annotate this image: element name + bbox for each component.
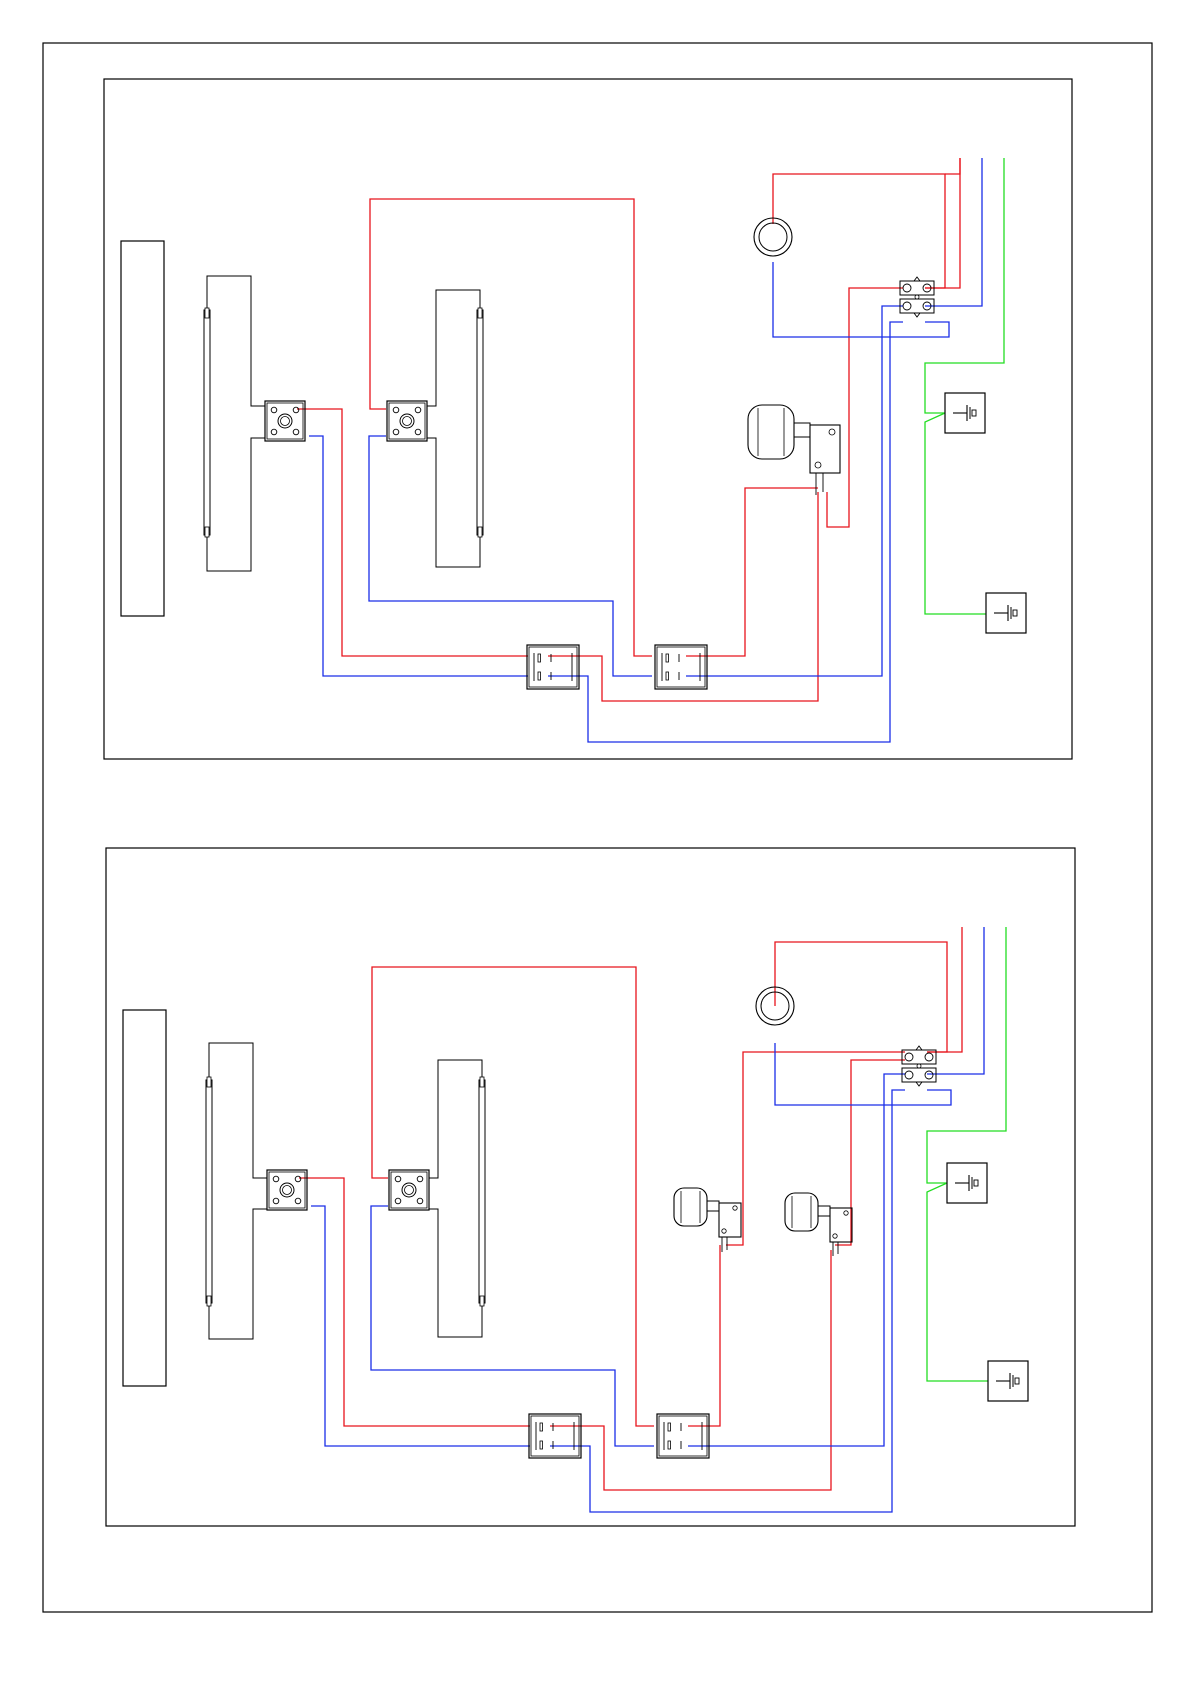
diagram-top xyxy=(104,79,1072,759)
heater-panel xyxy=(121,241,164,616)
heater-panel xyxy=(123,1010,166,1386)
heater-tube xyxy=(206,1043,267,1339)
lamp-holder xyxy=(387,401,427,441)
neutral-wires xyxy=(311,927,984,1512)
terminal-block xyxy=(900,277,934,317)
earth-wires xyxy=(927,927,1006,1381)
diagram-frame xyxy=(106,848,1075,1526)
earth-terminal xyxy=(986,593,1026,633)
lamp-holder xyxy=(267,1170,307,1210)
earth-terminal xyxy=(945,393,985,433)
lamp-holder xyxy=(389,1170,429,1210)
neutral-wires xyxy=(309,158,982,742)
earth-terminal xyxy=(988,1361,1028,1401)
diagram-frame xyxy=(104,79,1072,759)
heater-tube xyxy=(427,290,483,567)
motor-with-microswitch xyxy=(748,405,840,495)
heater-tube xyxy=(204,276,265,571)
motor-with-microswitch xyxy=(785,1193,852,1256)
motor-with-microswitch xyxy=(674,1188,741,1252)
lamp-holder xyxy=(265,401,305,441)
earth-terminal xyxy=(947,1163,987,1203)
rocker-switch[interactable] xyxy=(655,645,707,689)
heater-tube xyxy=(429,1060,485,1337)
page-border xyxy=(43,43,1152,1612)
rocker-switch[interactable] xyxy=(529,1414,581,1458)
earth-wires xyxy=(925,158,1004,614)
rocker-switch[interactable] xyxy=(527,645,579,689)
rocker-switch[interactable] xyxy=(657,1414,709,1458)
live-wires xyxy=(299,927,962,1490)
diagram-bottom xyxy=(106,848,1075,1526)
